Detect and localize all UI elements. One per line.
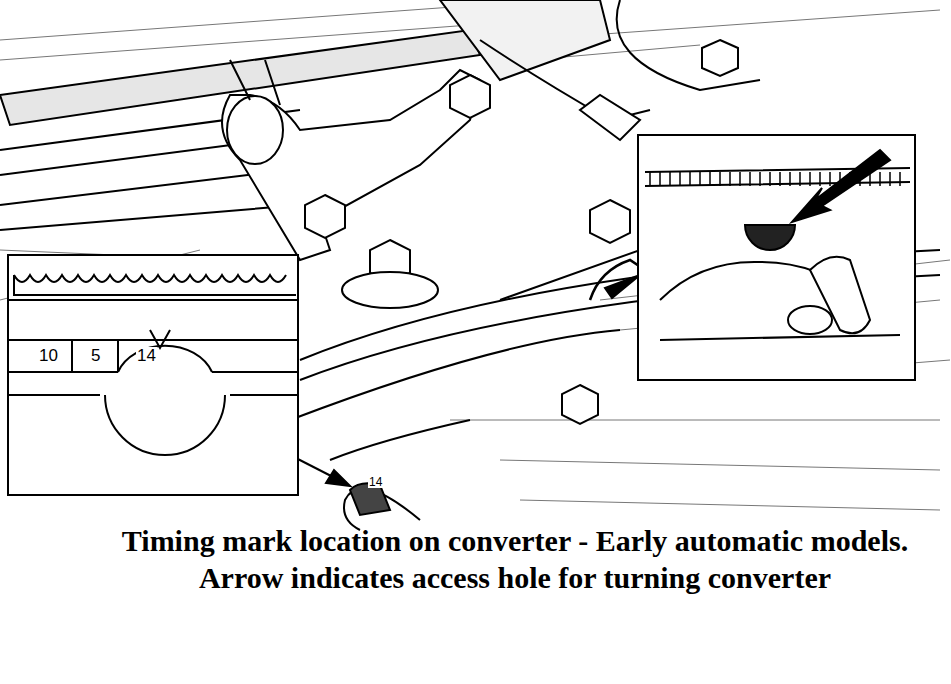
timing-mark-number: 5 [90,347,101,364]
hole-inset [638,135,915,380]
converter-housing [290,250,940,530]
wrench [222,60,480,260]
timing-inset [8,255,298,495]
caption: Timing mark location on converter - Earl… [110,522,920,596]
background-shading [0,5,950,510]
cable [480,0,760,140]
converter-mark: 14 [368,476,383,488]
timing-mark-number: 14 [136,347,157,364]
timing-mark-number: 10 [38,347,59,364]
